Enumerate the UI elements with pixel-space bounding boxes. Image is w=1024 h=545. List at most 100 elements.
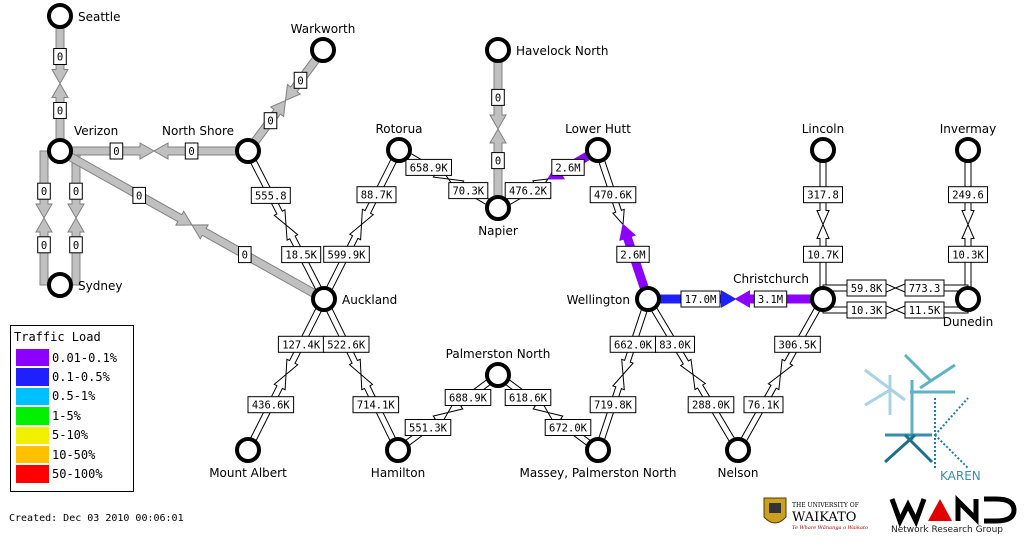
bandwidth-label: 18.5K: [281, 246, 322, 264]
link-verizon-sydney[interactable]: [35, 150, 53, 286]
node-napier[interactable]: Napier: [478, 195, 518, 238]
bandwidth-value: 2.6M: [620, 249, 645, 261]
link-wellington-christchurch[interactable]: [647, 290, 824, 308]
link-lowerhutt-napier[interactable]: [495, 145, 601, 212]
bandwidth-label: 436.6K: [247, 396, 295, 414]
bandwidth-label: 0: [293, 71, 308, 89]
legend-swatch: [16, 387, 49, 406]
node-hamilton[interactable]: Hamilton: [371, 437, 425, 480]
bandwidth-label-box: [247, 396, 295, 414]
node-lincoln[interactable]: Lincoln: [802, 122, 845, 163]
bandwidth-label-box: [687, 396, 735, 414]
link-auckland-hamilton[interactable]: [320, 297, 402, 452]
link-northshore-warkworth[interactable]: [244, 46, 327, 155]
bandwidth-label-box: [281, 246, 322, 264]
link-auckland-mountalbert[interactable]: [244, 297, 328, 452]
node-circle-icon: [311, 286, 337, 312]
bandwidth-label-box: [404, 419, 452, 436]
node-wellington[interactable]: Wellington: [567, 286, 661, 312]
karen-logo-dotted-k: [934, 434, 969, 469]
legend-label: 1-5%: [52, 408, 81, 423]
bandwidth-label: 0: [69, 182, 83, 200]
node-circle-icon: [235, 437, 261, 463]
bandwidth-value: 10.3K: [952, 249, 984, 261]
node-nelson[interactable]: Nelson: [718, 437, 759, 480]
node-havelock[interactable]: Havelock North: [485, 37, 608, 63]
legend-item: 0.01-0.1%: [16, 348, 133, 367]
link-christchurch-dunedin[interactable]: [822, 281, 969, 295]
node-circle-icon: [725, 437, 751, 463]
node-invermay[interactable]: Invermay: [940, 122, 997, 163]
node-label: Verizon: [74, 124, 118, 138]
bandwidth-value: 83.0K: [659, 339, 691, 351]
node-lowerhutt[interactable]: Lower Hutt: [565, 122, 631, 163]
node-dunedin[interactable]: Dunedin: [943, 286, 993, 329]
node-massey[interactable]: Massey, Palmerston North: [520, 437, 677, 480]
node-sydney[interactable]: Sydney: [47, 272, 122, 298]
link-verizon-sydney[interactable]: [67, 150, 85, 286]
waikato-line1: THE UNIVERSITY OF: [792, 502, 859, 509]
link-wellington-massey[interactable]: [594, 297, 652, 452]
bandwidth-label-box: [322, 335, 370, 353]
link-rotorua-auckland[interactable]: [320, 148, 403, 301]
node-rotorua[interactable]: Rotorua: [375, 122, 423, 163]
bandwidth-label-box: [616, 245, 650, 263]
bandwidth-label: 288.0K: [687, 396, 735, 414]
bandwidth-label: 0: [238, 246, 252, 264]
bandwidth-label-box: [53, 102, 67, 119]
link-wellington-nelson[interactable]: [644, 296, 742, 453]
bandwidth-label-box: [904, 279, 945, 297]
node-seattle[interactable]: Seattle: [47, 3, 120, 29]
link-seattle-verizon[interactable]: [51, 15, 69, 152]
node-label: Christchurch: [733, 272, 809, 286]
bandwidth-label-box: [448, 182, 489, 200]
node-circle-icon: [810, 286, 836, 312]
bandwidth-label-box: [753, 290, 788, 308]
bandwidth-label: 672.0K: [544, 419, 592, 436]
link-lincoln-christchurch[interactable]: [816, 149, 830, 300]
node-palmerston[interactable]: Palmerston North: [446, 347, 551, 388]
bandwidth-label: 0: [491, 152, 505, 170]
link-invermay-dunedin[interactable]: [961, 149, 975, 300]
legend-swatch: [16, 407, 49, 425]
bandwidth-label: 127.4K: [277, 335, 325, 353]
wand-n-icon: [955, 494, 979, 526]
node-northshore[interactable]: North Shore: [162, 124, 261, 164]
node-verizon[interactable]: Verizon: [47, 124, 118, 164]
link-verizon-auckland[interactable]: [57, 146, 327, 304]
link-hamilton-palmerston[interactable]: [395, 371, 501, 454]
bandwidth-label-box: [263, 112, 278, 130]
node-warkworth[interactable]: Warkworth: [291, 22, 356, 63]
bandwidth-label: 0: [69, 236, 83, 254]
legend-item: 0.1-0.5%: [16, 367, 133, 386]
bandwidth-value: 0: [242, 250, 248, 262]
bandwidth-value: 2.6M: [555, 162, 580, 174]
bandwidth-value: 688.9K: [449, 393, 488, 405]
node-label: Seattle: [78, 10, 120, 24]
legend-swatch: [16, 445, 49, 464]
bandwidth-value: 17.0M: [685, 294, 717, 306]
link-havelock-napier[interactable]: [489, 49, 507, 209]
bandwidth-label-box: [774, 335, 821, 353]
link-lowerhutt-wellington[interactable]: [594, 148, 653, 301]
node-label: Wellington: [567, 293, 630, 307]
bandwidth-value: 0: [57, 106, 63, 118]
node-auckland[interactable]: Auckland: [311, 286, 397, 312]
node-circle-icon: [485, 195, 511, 221]
node-christchurch[interactable]: Christchurch: [733, 272, 836, 312]
bandwidth-value: 0: [57, 52, 63, 64]
bandwidth-value: 0: [113, 146, 119, 158]
link-christchurch-nelson[interactable]: [734, 296, 827, 453]
bandwidth-label: 470.6K: [589, 186, 637, 204]
bandwidth-value: 672.0K: [549, 423, 588, 435]
bandwidth-label-box: [504, 182, 552, 200]
bandwidth-label-box: [293, 71, 308, 89]
bandwidth-value: 10.7K: [807, 249, 839, 261]
bandwidth-value: 0: [188, 146, 194, 158]
node-mountalbert[interactable]: Mount Albert: [209, 437, 287, 480]
link-rotorua-napier[interactable]: [396, 146, 501, 212]
link-palmerston-massey[interactable]: [495, 371, 601, 454]
link-verizon-northshore[interactable]: [59, 142, 249, 160]
bandwidth-label-box: [53, 48, 67, 65]
